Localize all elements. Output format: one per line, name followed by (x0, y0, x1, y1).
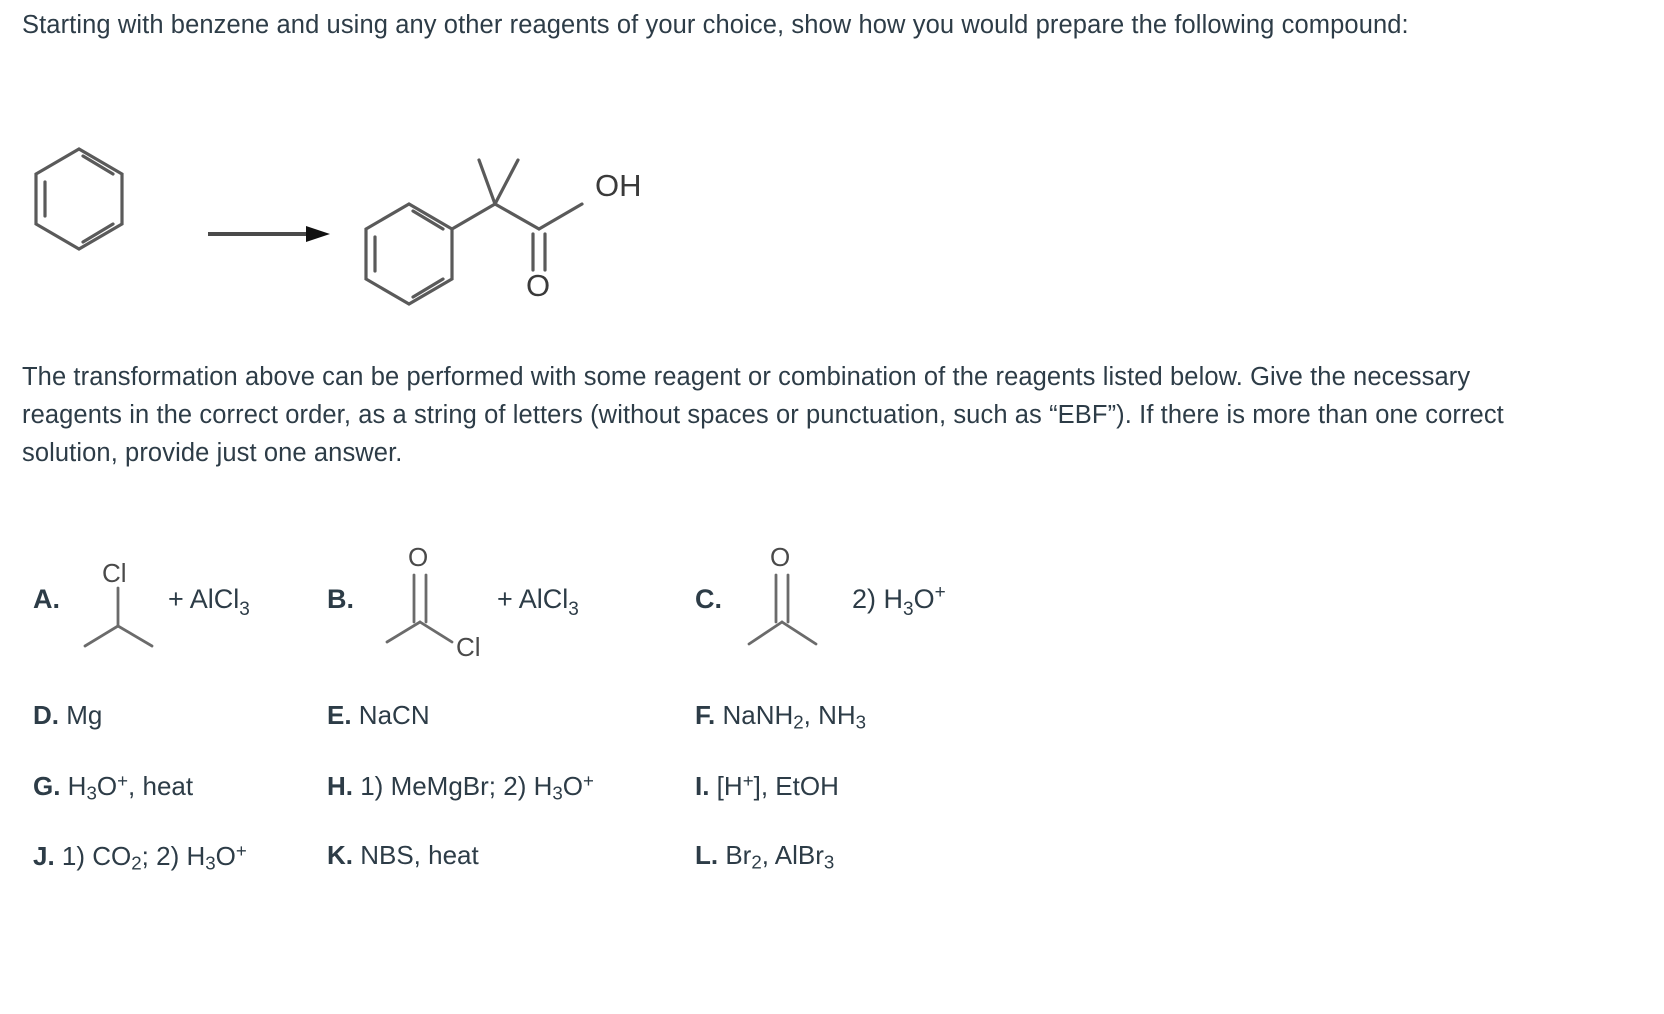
option-a-structure (83, 586, 154, 648)
option-f: F. NaNH2, NH3 (695, 700, 867, 733)
option-e: E. NaCN (327, 700, 430, 730)
question-intro-text: Starting with benzene and using any othe… (22, 11, 1409, 39)
option-j: J. 1) CO2; 2) H3O+ (33, 840, 247, 874)
structural-options-row: A. Cl + AlCl3 B. O Cl + AlCl3 C. (0, 538, 1000, 668)
reaction-scheme-svg: OH O (34, 147, 642, 306)
text-options-grid: D. Mg E. NaCN F. NaNH2, NH3 G. H3O+, hea… (0, 700, 1000, 910)
option-g: G. H3O+, heat (33, 770, 194, 804)
option-b-structure (385, 573, 454, 644)
option-l: L. Br2, AlBr3 (695, 840, 835, 873)
reaction-arrow-icon (208, 226, 330, 242)
question-instructions-text: The transformation above can be performe… (22, 363, 1504, 467)
structural-options-svg: A. Cl + AlCl3 B. O Cl + AlCl3 C. (33, 542, 946, 662)
option-c-letter: C. (695, 584, 722, 614)
option-b-reagent-label: + AlCl3 (497, 584, 579, 620)
option-c-carbonyl-label: O (770, 542, 790, 572)
option-row-jkl: J. 1) CO2; 2) H3O+ K. NBS, heat L. Br2, … (0, 840, 1000, 910)
option-a-letter: A. (33, 584, 60, 614)
option-c-structure (747, 573, 818, 646)
benzene-ring (34, 147, 124, 251)
option-b-carbonyl-label: O (408, 542, 428, 572)
option-a-reagent-label: + AlCl3 (168, 584, 250, 620)
option-i: I. [H+], EtOH (695, 770, 839, 801)
option-row-def: D. Mg E. NaCN F. NaNH2, NH3 (0, 700, 1000, 770)
reaction-scheme: OH O (18, 116, 698, 321)
product-hydroxyl-label: OH (595, 168, 642, 203)
option-h: H. 1) MeMgBr; 2) H3O+ (327, 770, 594, 804)
option-a-chloro-label: Cl (102, 558, 127, 588)
option-row-ghi: G. H3O+, heat H. 1) MeMgBr; 2) H3O+ I. [… (0, 770, 1000, 840)
option-b-chloro-label: Cl (456, 632, 481, 662)
product-carbonyl-label: O (526, 268, 550, 303)
option-k: K. NBS, heat (327, 840, 479, 870)
option-b-letter: B. (327, 584, 354, 614)
option-c-reagent-label: 2) H3O+ (852, 582, 946, 620)
option-d: D. Mg (33, 700, 103, 730)
